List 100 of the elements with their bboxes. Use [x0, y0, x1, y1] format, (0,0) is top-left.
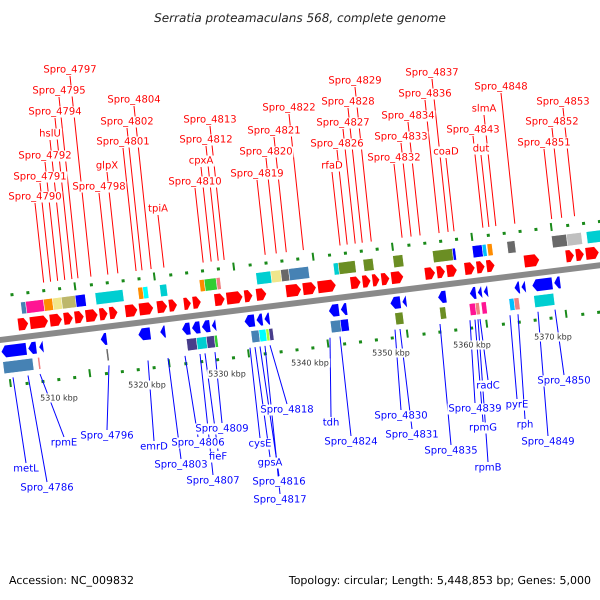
leader-line — [480, 154, 490, 228]
leader-line — [544, 148, 552, 220]
leader-line — [58, 96, 78, 279]
leader-line — [470, 320, 476, 404]
gene-label: metL — [12, 464, 40, 474]
gene-label: Spro_4833 — [373, 132, 429, 142]
gene-label: Spro_4832 — [366, 152, 422, 164]
gene-label: Spro_4839 — [447, 404, 503, 414]
leader-line — [250, 347, 260, 438]
leader-line — [34, 202, 44, 284]
genome-summary-text: Topology: circular; Length: 5,448,853 bp; Genes: 5,000 — [288, 573, 591, 589]
gene-label: Spro_4790 — [7, 192, 63, 202]
gene-label: Spro_4809 — [194, 424, 250, 434]
gene-label: hslU — [38, 128, 62, 140]
gene-label: Spro_4803 — [153, 460, 209, 470]
gene-label: Spro_4819 — [229, 168, 285, 180]
gene-label: Spro_4851 — [516, 138, 572, 148]
gene-label: Spro_4824 — [323, 436, 379, 448]
leader-line — [394, 329, 402, 410]
gene-label: Spro_4830 — [373, 410, 429, 422]
gene-label: Spro_4849 — [520, 436, 576, 448]
gene-label: radC — [475, 380, 501, 392]
gene-label: Spro_4802 — [99, 116, 155, 128]
leader-line — [158, 214, 164, 268]
gene-label: gpsA — [256, 458, 284, 468]
scale-label: 5340 kbp — [290, 358, 330, 368]
accession-text: Accession: NC_009832 — [9, 573, 134, 589]
leader-line — [28, 375, 48, 482]
leader-line — [552, 128, 562, 218]
gene-label: rfaD — [320, 160, 344, 172]
leader-line — [518, 314, 526, 420]
gene-label: Spro_4810 — [167, 176, 223, 188]
gene-label: Spro_4829 — [327, 76, 383, 86]
leader-line — [266, 158, 277, 254]
gene-label: rpmG — [468, 422, 498, 434]
gene-label: tdh — [322, 418, 340, 428]
leader-line — [330, 337, 332, 418]
leader-line — [332, 172, 341, 246]
leader-line — [500, 92, 516, 224]
gene-label: Spro_4835 — [423, 446, 479, 456]
leader-line — [432, 78, 449, 232]
gene-label: Spro_4786 — [19, 482, 75, 494]
gene-label: Spro_4813 — [182, 114, 238, 126]
gene-label: emrD — [139, 442, 169, 452]
leader-line — [424, 100, 440, 234]
leader-line — [122, 148, 137, 272]
leader-line — [270, 344, 288, 404]
leader-line — [554, 309, 564, 376]
leader-line — [12, 376, 26, 464]
scale-label: 5370 kbp — [533, 332, 573, 342]
gene-label: fieF — [208, 452, 228, 462]
scale-label: 5320 kbp — [127, 380, 167, 390]
gene-label: Spro_4821 — [246, 126, 302, 136]
leader-line — [194, 188, 204, 264]
gene-label: Spro_4816 — [251, 476, 307, 488]
gene-label: Spro_4792 — [17, 150, 73, 162]
gene-label: Spro_4836 — [397, 88, 453, 100]
leader-line — [340, 336, 352, 436]
leader-line — [70, 76, 92, 278]
gene-label: Spro_4797 — [42, 64, 98, 76]
leader-line — [446, 158, 455, 232]
leader-line — [98, 192, 108, 276]
gene-label: slmA — [470, 104, 498, 114]
scale-label: 5360 kbp — [452, 340, 492, 350]
scale-label: 5310 kbp — [39, 394, 79, 402]
leader-line — [472, 136, 484, 228]
gene-label: cpxA — [188, 156, 214, 166]
leader-line — [342, 128, 356, 244]
gene-label: Spro_4807 — [185, 476, 241, 486]
gene-label: Spro_4804 — [106, 94, 162, 106]
leader-line — [214, 352, 222, 424]
gene-label: Spro_4791 — [12, 172, 68, 182]
leader-line — [400, 142, 412, 238]
scale-label: 5350 kbp — [371, 348, 411, 358]
leader-line — [510, 314, 518, 400]
gene-label: cysE — [248, 438, 272, 450]
leader-line — [106, 364, 110, 430]
leader-line — [148, 360, 154, 442]
gene-label: Spro_4812 — [178, 134, 234, 146]
scale-label: 5330 kbp — [207, 370, 247, 378]
leader-line — [394, 164, 403, 238]
leader-line — [126, 128, 142, 271]
gene-label: Spro_4820 — [238, 146, 294, 158]
gene-label: coaD — [432, 146, 460, 158]
gene-label: Spro_4828 — [320, 96, 376, 108]
gene-label: Spro_4843 — [445, 124, 501, 136]
gene-label: Spro_4852 — [524, 116, 580, 128]
gene-label: glpX — [94, 160, 120, 172]
leader-line — [480, 318, 488, 380]
gene-label: Spro_4827 — [315, 118, 371, 128]
leader-line — [336, 150, 348, 246]
leader-line — [200, 166, 212, 262]
gene-label: Spro_4806 — [170, 438, 226, 448]
gene-label: rpmB — [473, 462, 503, 474]
leader-line — [256, 180, 266, 256]
gene-label: Spro_4822 — [261, 102, 317, 114]
gene-label: Spro_4794 — [27, 106, 83, 118]
leader-line — [168, 358, 182, 460]
leader-line — [106, 172, 118, 274]
gene-label: Spro_4796 — [79, 430, 135, 442]
